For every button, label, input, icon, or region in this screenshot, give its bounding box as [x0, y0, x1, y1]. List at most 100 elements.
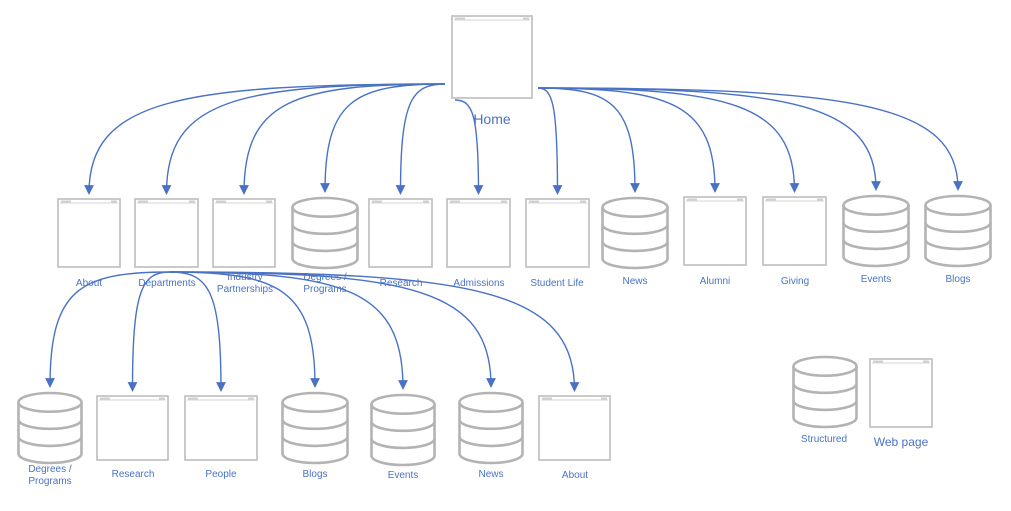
d_degrees-label-line: Degrees /	[28, 464, 72, 475]
webpage-frame	[134, 198, 199, 268]
node-d_blogs: Blogs	[281, 391, 349, 480]
d_events-label: Events	[388, 470, 419, 481]
edge-home-to-research	[395, 83, 446, 195]
database-band	[17, 419, 83, 431]
giving-label: Giving	[781, 276, 809, 287]
webpage-window-controls	[266, 200, 272, 203]
webpage-tab	[687, 198, 697, 201]
database-body	[291, 207, 359, 270]
node-studentlife: Student Life	[525, 198, 590, 289]
webpage-window-controls	[523, 17, 529, 20]
webpage-frame	[57, 198, 121, 268]
database-top	[281, 391, 349, 414]
webpage-window-controls	[580, 200, 586, 203]
webpage-window-controls	[111, 200, 117, 203]
about-label: About	[76, 278, 102, 289]
database-band	[281, 419, 349, 431]
degrees-label-line: Degrees /	[303, 272, 347, 283]
database-body	[281, 402, 349, 465]
node-events: Events	[842, 194, 910, 285]
node-news: News	[601, 196, 669, 287]
webpage-window-controls	[189, 200, 195, 203]
database-band	[792, 400, 858, 412]
legend-structured: Structured	[792, 355, 858, 445]
degrees-label: Degrees /Programs	[303, 272, 347, 295]
webpage-tab	[455, 17, 465, 20]
webpage-window-controls	[248, 397, 254, 400]
database-body	[458, 402, 524, 465]
database-band	[17, 436, 83, 448]
database-band	[601, 241, 669, 253]
webpage-window-controls	[737, 198, 743, 201]
database-band	[924, 239, 992, 251]
webpage-frame	[869, 358, 933, 428]
admissions-label: Admissions	[453, 278, 504, 289]
node-d_people: People	[184, 395, 258, 480]
node-about: About	[57, 198, 121, 289]
webpage-tab	[216, 200, 226, 203]
industry-label-line: Industry	[227, 272, 263, 283]
d_degrees-label: Degrees /Programs	[28, 464, 72, 487]
database-band	[458, 436, 524, 448]
home-label: Home	[473, 111, 511, 127]
webpage-tab	[450, 200, 460, 203]
edge-departments-to-d_events	[169, 271, 408, 390]
database-band	[281, 436, 349, 448]
database-top	[924, 194, 992, 217]
studentlife-label: Student Life	[530, 278, 584, 289]
edge-home-to-studentlife	[537, 87, 563, 195]
database-band	[924, 222, 992, 234]
webpage-window-controls	[923, 360, 929, 363]
node-d_events: Events	[370, 393, 436, 481]
edge-home-to-blogs	[537, 87, 963, 191]
edge-home-to-giving	[537, 87, 800, 193]
node-d_news: News	[458, 391, 524, 480]
blogs-label: Blogs	[945, 274, 970, 285]
node-admissions: Admissions	[446, 198, 511, 289]
edge-home-to-alumni	[537, 87, 720, 193]
database-body	[792, 366, 858, 429]
node-blogs: Blogs	[924, 194, 992, 285]
legend-webpage-label: Web page	[874, 435, 929, 449]
webpage-tab	[529, 200, 539, 203]
database-top	[458, 391, 524, 414]
d_research-label: Research	[112, 469, 155, 480]
alumni-label: Alumni	[700, 276, 731, 287]
departments-label: Departments	[138, 278, 195, 289]
database-top	[842, 194, 910, 217]
webpage-frame	[683, 196, 747, 266]
database-top	[601, 196, 669, 219]
webpage-tab	[188, 397, 198, 400]
research-label: Research	[380, 278, 423, 289]
node-departments: Departments	[134, 198, 199, 289]
news-label: News	[622, 276, 647, 287]
d_news-label: News	[478, 469, 503, 480]
database-body	[601, 207, 669, 270]
d_degrees-label-line: Programs	[28, 476, 71, 487]
webpage-tab	[61, 200, 71, 203]
node-research: Research	[368, 198, 433, 289]
edge-home-to-about	[84, 83, 446, 195]
edge-departments-to-d_people	[169, 271, 226, 392]
webpage-frame	[212, 198, 276, 268]
legend-webpage: Web page	[869, 358, 933, 449]
database-top	[17, 391, 83, 414]
node-d_about: About	[538, 395, 611, 481]
database-band	[792, 383, 858, 395]
degrees-label-line: Programs	[303, 284, 346, 295]
webpage-tab	[542, 397, 552, 400]
webpage-frame	[446, 198, 511, 268]
edge-departments-to-d_about	[169, 271, 580, 392]
database-top	[792, 355, 858, 378]
d_people-label: People	[205, 469, 237, 480]
d_about-label: About	[562, 470, 588, 481]
webpage-tab	[372, 200, 382, 203]
industry-label-line: Partnerships	[217, 284, 273, 295]
database-band	[291, 224, 359, 236]
d_blogs-label: Blogs	[302, 469, 327, 480]
database-band	[842, 239, 910, 251]
webpage-frame	[762, 196, 827, 266]
edge-home-to-degrees	[320, 83, 446, 193]
